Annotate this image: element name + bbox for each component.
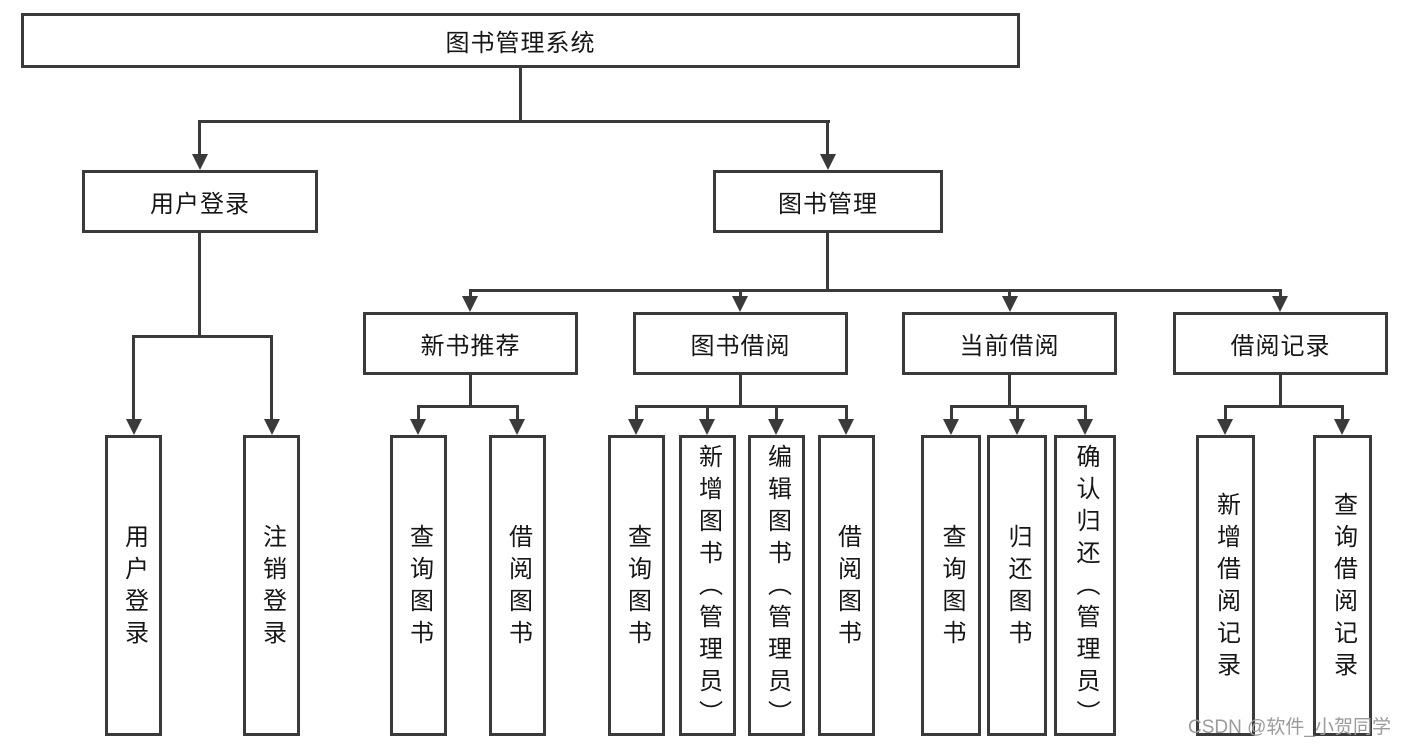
arrow-down-icon [264,419,280,435]
leaf-add-borrow-record: 新增借阅记录 [1196,435,1255,736]
leaf-add-books-admin: 新增图书（管理员） [679,435,736,736]
node-book-borrow: 图书借阅 [633,312,848,375]
node-book-management: 图书管理 [713,170,943,233]
arrow-down-icon [1217,419,1233,435]
csdn-watermark: CSDN @软件_小贺同学 [1188,717,1391,738]
arrow-down-icon [410,419,426,435]
arrow-down-icon [838,419,854,435]
leaf-logout: 注销登录 [243,435,300,736]
node-borrow-records: 借阅记录 [1173,312,1388,375]
node-new-book-recommend: 新书推荐 [363,312,578,375]
arrow-down-icon [1334,419,1350,435]
leaf-query-books-recommend: 查询图书 [390,435,447,736]
node-current-borrow: 当前借阅 [902,312,1117,375]
arrow-down-icon [699,419,715,435]
leaf-borrow-books: 借阅图书 [818,435,875,736]
arrow-down-icon [1002,296,1018,312]
leaf-user-login: 用户登录 [105,435,162,736]
arrow-down-icon [820,154,836,170]
arrow-down-icon [1009,419,1025,435]
arrow-down-icon [192,154,208,170]
leaf-edit-books-admin: 编辑图书（管理员） [748,435,805,736]
arrow-down-icon [1077,419,1093,435]
node-user-login: 用户登录 [82,170,318,233]
arrow-down-icon [768,419,784,435]
arrow-down-icon [462,296,478,312]
leaf-query-borrow-record: 查询借阅记录 [1313,435,1372,736]
arrow-down-icon [732,296,748,312]
leaf-borrow-books-recommend: 借阅图书 [489,435,546,736]
arrow-down-icon [126,419,142,435]
leaf-query-books-borrow: 查询图书 [608,435,665,736]
arrow-down-icon [943,419,959,435]
leaf-return-books: 归还图书 [987,435,1047,736]
arrow-down-icon [628,419,644,435]
leaf-confirm-return-admin: 确认归还（管理员） [1054,435,1116,736]
leaf-query-books-current: 查询图书 [921,435,981,736]
node-root-system: 图书管理系统 [21,13,1020,68]
arrow-down-icon [509,419,525,435]
arrow-down-icon [1272,296,1288,312]
